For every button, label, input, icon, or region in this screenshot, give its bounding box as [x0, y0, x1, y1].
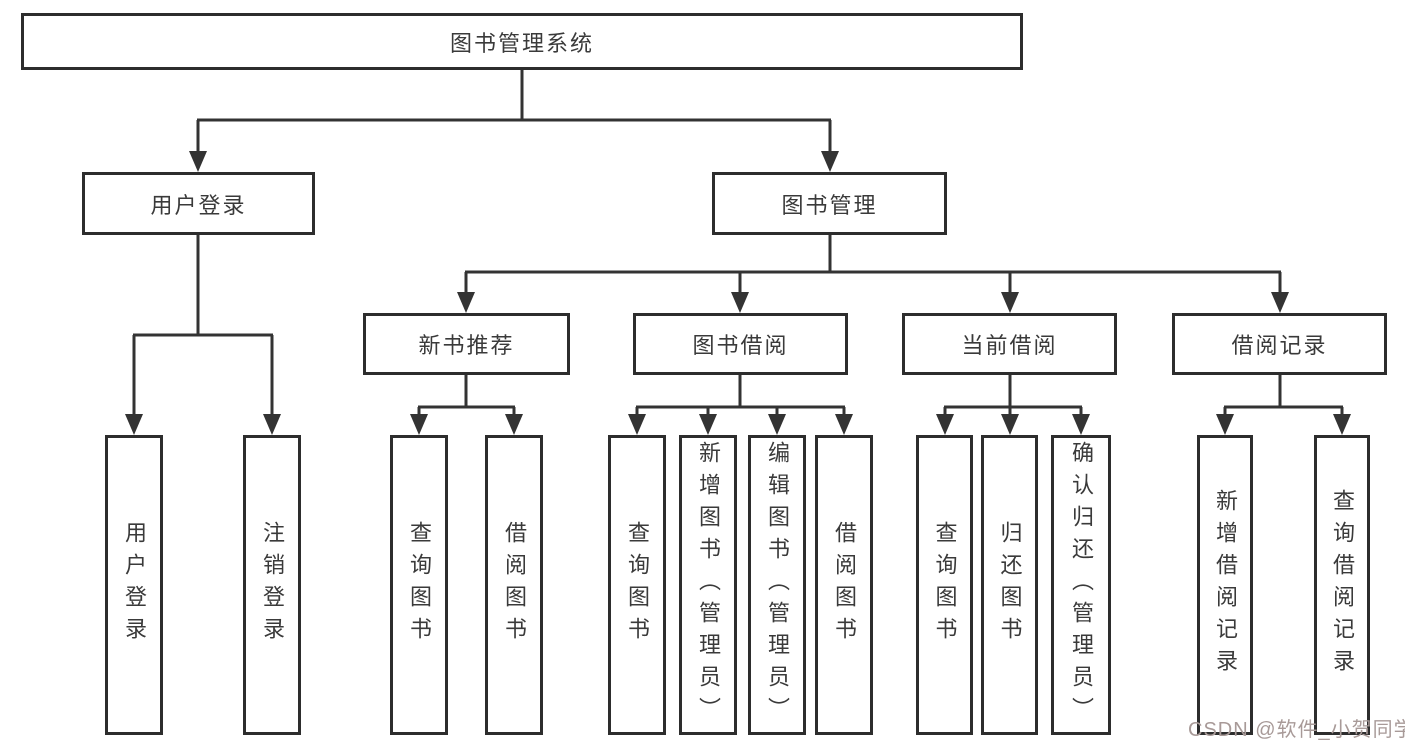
leaf-query-books-current: 查询图书 [916, 435, 973, 735]
node-current-borrowing-label: 当前借阅 [961, 333, 1058, 358]
leaf-query-books-borrowing: 查询图书 [608, 435, 666, 735]
leaf-query-books-recommend: 查询图书 [390, 435, 448, 735]
leaf-add-borrow-record-label: 新增借阅记录 [1213, 489, 1238, 681]
leaf-borrow-books-borrowing: 借阅图书 [815, 435, 873, 735]
leaf-add-borrow-record: 新增借阅记录 [1197, 435, 1253, 735]
node-user-login: 用户登录 [82, 172, 315, 235]
node-borrowing-records-label: 借阅记录 [1231, 333, 1328, 358]
leaf-query-borrow-record-label: 查询借阅记录 [1330, 489, 1355, 681]
node-root-label: 图书管理系统 [449, 30, 594, 56]
leaf-add-book-admin: 新增图书（管理员） [679, 435, 737, 735]
leaf-return-books: 归还图书 [981, 435, 1038, 735]
leaf-confirm-return-admin: 确认归还（管理员） [1051, 435, 1111, 735]
leaf-edit-book-admin-label: 编辑图书（管理员） [765, 441, 790, 729]
leaf-confirm-return-admin-label: 确认归还（管理员） [1069, 441, 1094, 729]
node-book-management-label: 图书管理 [781, 192, 878, 218]
leaf-add-book-admin-label: 新增图书（管理员） [696, 441, 721, 729]
leaf-query-books-recommend-label: 查询图书 [407, 521, 432, 649]
leaf-user-login-label: 用户登录 [122, 521, 147, 649]
leaf-logout: 注销登录 [243, 435, 301, 735]
node-book-management: 图书管理 [712, 172, 947, 235]
leaf-logout-label: 注销登录 [260, 521, 285, 649]
leaf-query-books-borrowing-label: 查询图书 [625, 521, 650, 649]
node-new-book-recommendation: 新书推荐 [363, 313, 570, 375]
leaf-edit-book-admin: 编辑图书（管理员） [748, 435, 806, 735]
node-book-borrowing-label: 图书借阅 [692, 333, 789, 358]
node-user-login-label: 用户登录 [150, 192, 247, 218]
leaf-query-borrow-record: 查询借阅记录 [1314, 435, 1370, 735]
node-new-book-recommendation-label: 新书推荐 [418, 333, 515, 358]
watermark: CSDN @软件_小贺同学 [1188, 719, 1405, 741]
arrowhead-group [125, 151, 1351, 435]
node-book-borrowing: 图书借阅 [633, 313, 848, 375]
node-borrowing-records: 借阅记录 [1172, 313, 1387, 375]
leaf-borrow-books-borrowing-label: 借阅图书 [832, 521, 857, 649]
leaf-borrow-books-recommend-label: 借阅图书 [502, 521, 527, 649]
node-current-borrowing: 当前借阅 [902, 313, 1117, 375]
leaf-user-login: 用户登录 [105, 435, 163, 735]
leaf-query-books-current-label: 查询图书 [932, 521, 958, 649]
leaf-borrow-books-recommend: 借阅图书 [485, 435, 543, 735]
node-root: 图书管理系统 [21, 13, 1023, 70]
leaf-return-books-label: 归还图书 [997, 521, 1023, 649]
